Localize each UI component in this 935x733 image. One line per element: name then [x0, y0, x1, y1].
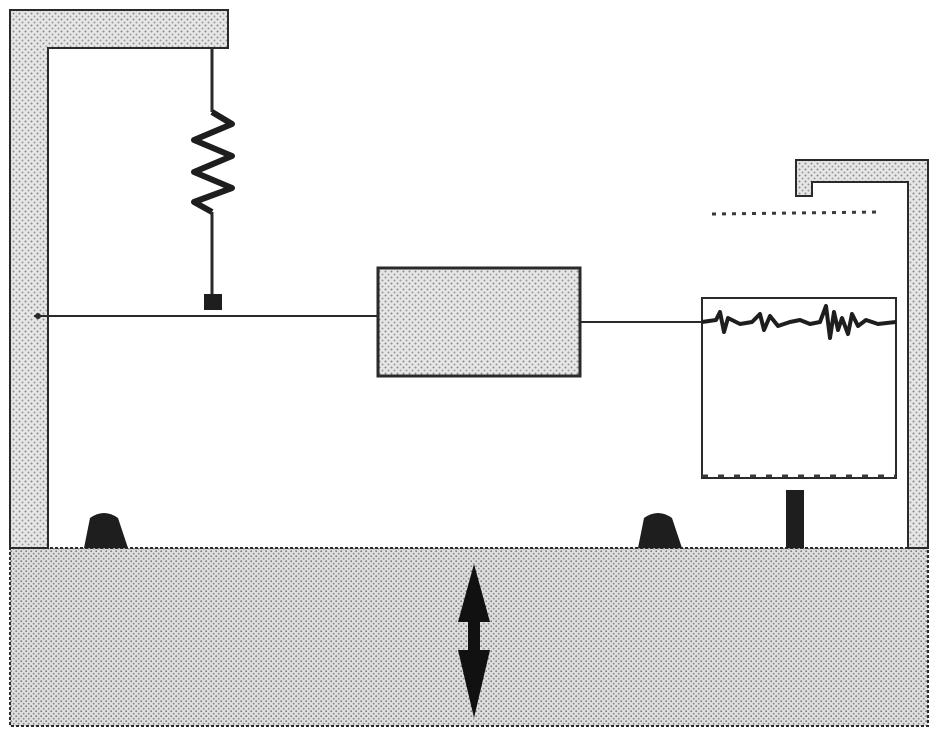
- ground-motion-arrow: [458, 564, 490, 718]
- drum-post: [786, 490, 804, 548]
- seismic-trace: [701, 304, 897, 340]
- right-foot: [638, 513, 682, 548]
- recording-drum: [701, 297, 897, 479]
- drum-frame: [795, 159, 929, 549]
- left-foot: [84, 513, 128, 548]
- drum-frame-marks: [711, 210, 881, 216]
- support-frame: [9, 9, 229, 549]
- pivot-point: [35, 313, 41, 319]
- spring: [191, 109, 235, 215]
- spring-attachment: [204, 294, 222, 310]
- suspended-mass: [376, 266, 582, 378]
